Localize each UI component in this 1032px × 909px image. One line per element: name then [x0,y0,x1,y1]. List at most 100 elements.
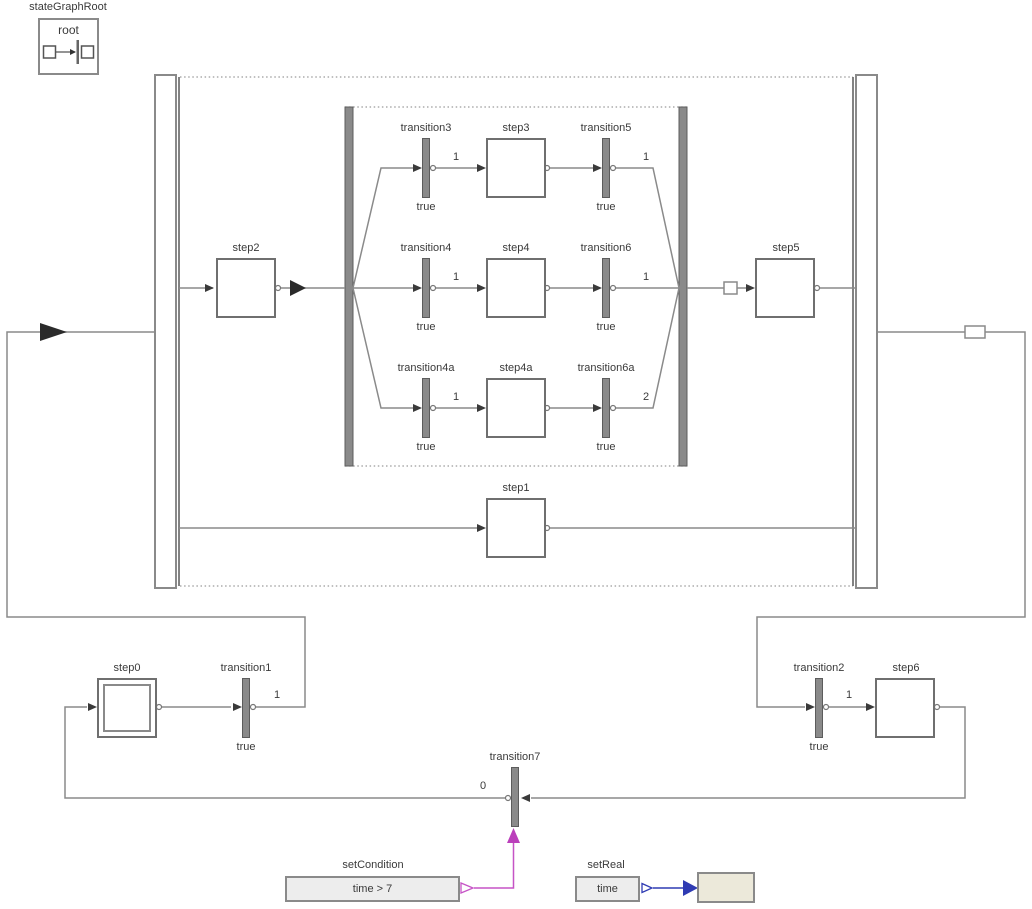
arrow-transition7-in [521,794,530,802]
step4a-block[interactable] [486,378,546,438]
transition4-bar[interactable] [422,258,430,318]
parallel-input-arrows [40,280,306,341]
transition1-count: 1 [273,689,281,701]
transition1-condition: true [236,741,256,753]
step0-outport [155,703,163,711]
real-link [641,880,698,896]
wire-branch3-in [352,287,420,409]
step2-block[interactable] [216,258,276,318]
step3-label: step3 [502,122,530,134]
setcondition-expression: time > 7 [352,883,393,895]
transition6a-bar[interactable] [602,378,610,438]
transition4a-count: 1 [452,391,460,403]
step4-block[interactable] [486,258,546,318]
setcondition-outport [460,882,475,894]
wire-branch1-in [352,167,420,289]
transition6a-label: transition6a [577,362,635,374]
outer-parallel-right-rail [855,74,878,589]
outer-parallel-left-rail [154,74,177,589]
transition2-outport [822,703,830,711]
transition5-outport [609,164,617,172]
outer-parallel-input-arrow [40,323,67,341]
transition7-label: transition7 [489,751,541,763]
wire-transition7-to-step0 [64,706,508,799]
transition4a-outport [429,404,437,412]
transition6a-condition: true [596,441,616,453]
transition4-outport [429,284,437,292]
real-arrow [683,880,698,896]
wire-outport-to-transition2 [756,331,1026,708]
arrowheads [88,164,875,802]
arrow-step4a-in [477,404,486,412]
condition-wire [474,842,515,889]
transition2-label: transition2 [793,662,845,674]
wire-transition6a-to-join [613,287,680,409]
stategraphroot-block[interactable]: root [38,18,99,75]
transition3-bar[interactable] [422,138,430,198]
condition-link [460,828,520,894]
arrow-transition1-in [233,703,242,711]
transition5-label: transition5 [580,122,632,134]
transition6-count: 1 [642,271,650,283]
transition2-bar[interactable] [815,678,823,738]
transition5-count: 1 [642,151,650,163]
transition3-label: transition3 [400,122,452,134]
arrow-transition4-in [413,284,422,292]
wire-step6-to-transition7 [531,706,966,799]
transition6a-count: 2 [642,391,650,403]
wire-transition5-to-join [613,167,680,289]
arrow-step2-in [205,284,214,292]
step1-block[interactable] [486,498,546,558]
step6-block[interactable] [875,678,935,738]
setreal-block[interactable]: time [575,876,640,902]
setreal-outport [641,882,654,894]
step3-block[interactable] [486,138,546,198]
arrow-step1-in [477,524,486,532]
connectors [6,167,1026,799]
transition4a-bar[interactable] [422,378,430,438]
transition1-outport [249,703,257,711]
transition6-bar[interactable] [602,258,610,318]
arrow-transition5-in [593,164,602,172]
transition4-count: 1 [452,271,460,283]
arrow-transition6-in [593,284,602,292]
arrow-transition4a-in [413,404,422,412]
inner-parallel-left-bar [344,106,354,467]
arrow-transition6a-in [593,404,602,412]
step0-block[interactable] [97,678,157,738]
step5-block[interactable] [755,258,815,318]
stategraph-icon [42,40,94,64]
inner-parallel-right-bar [678,106,688,467]
step6-label: step6 [892,662,920,674]
inner-parallel-input-arrow [290,280,306,296]
arrow-step6-in [866,703,875,711]
real-target-block[interactable] [697,872,755,903]
root-name: root [58,23,79,37]
arrow-step4-in [477,284,486,292]
transition5-condition: true [596,201,616,213]
setcondition-block[interactable]: time > 7 [285,876,460,902]
transition4a-condition: true [416,441,436,453]
transition4a-label: transition4a [397,362,455,374]
transition5-bar[interactable] [602,138,610,198]
transition1-bar[interactable] [242,678,250,738]
transition3-count: 1 [452,151,460,163]
step0-initial-inner-frame [103,684,151,732]
step2-label: step2 [232,242,260,254]
step4a-label: step4a [499,362,533,374]
arrow-step0-in [88,703,97,711]
transition7-bar[interactable] [511,767,519,827]
step5-label: step5 [772,242,800,254]
transition6-label: transition6 [580,242,632,254]
transition2-count: 1 [845,689,853,701]
arrow-transition3-in [413,164,422,172]
arrow-step3-in [477,164,486,172]
transition7-count: 0 [479,780,487,792]
inner-parallel-output-port [723,281,738,295]
transition6a-outport [609,404,617,412]
transition4-condition: true [416,321,436,333]
transition6-condition: true [596,321,616,333]
condition-arrow-up [507,828,520,843]
wire-transition1-to-outer-parallel [6,331,306,708]
